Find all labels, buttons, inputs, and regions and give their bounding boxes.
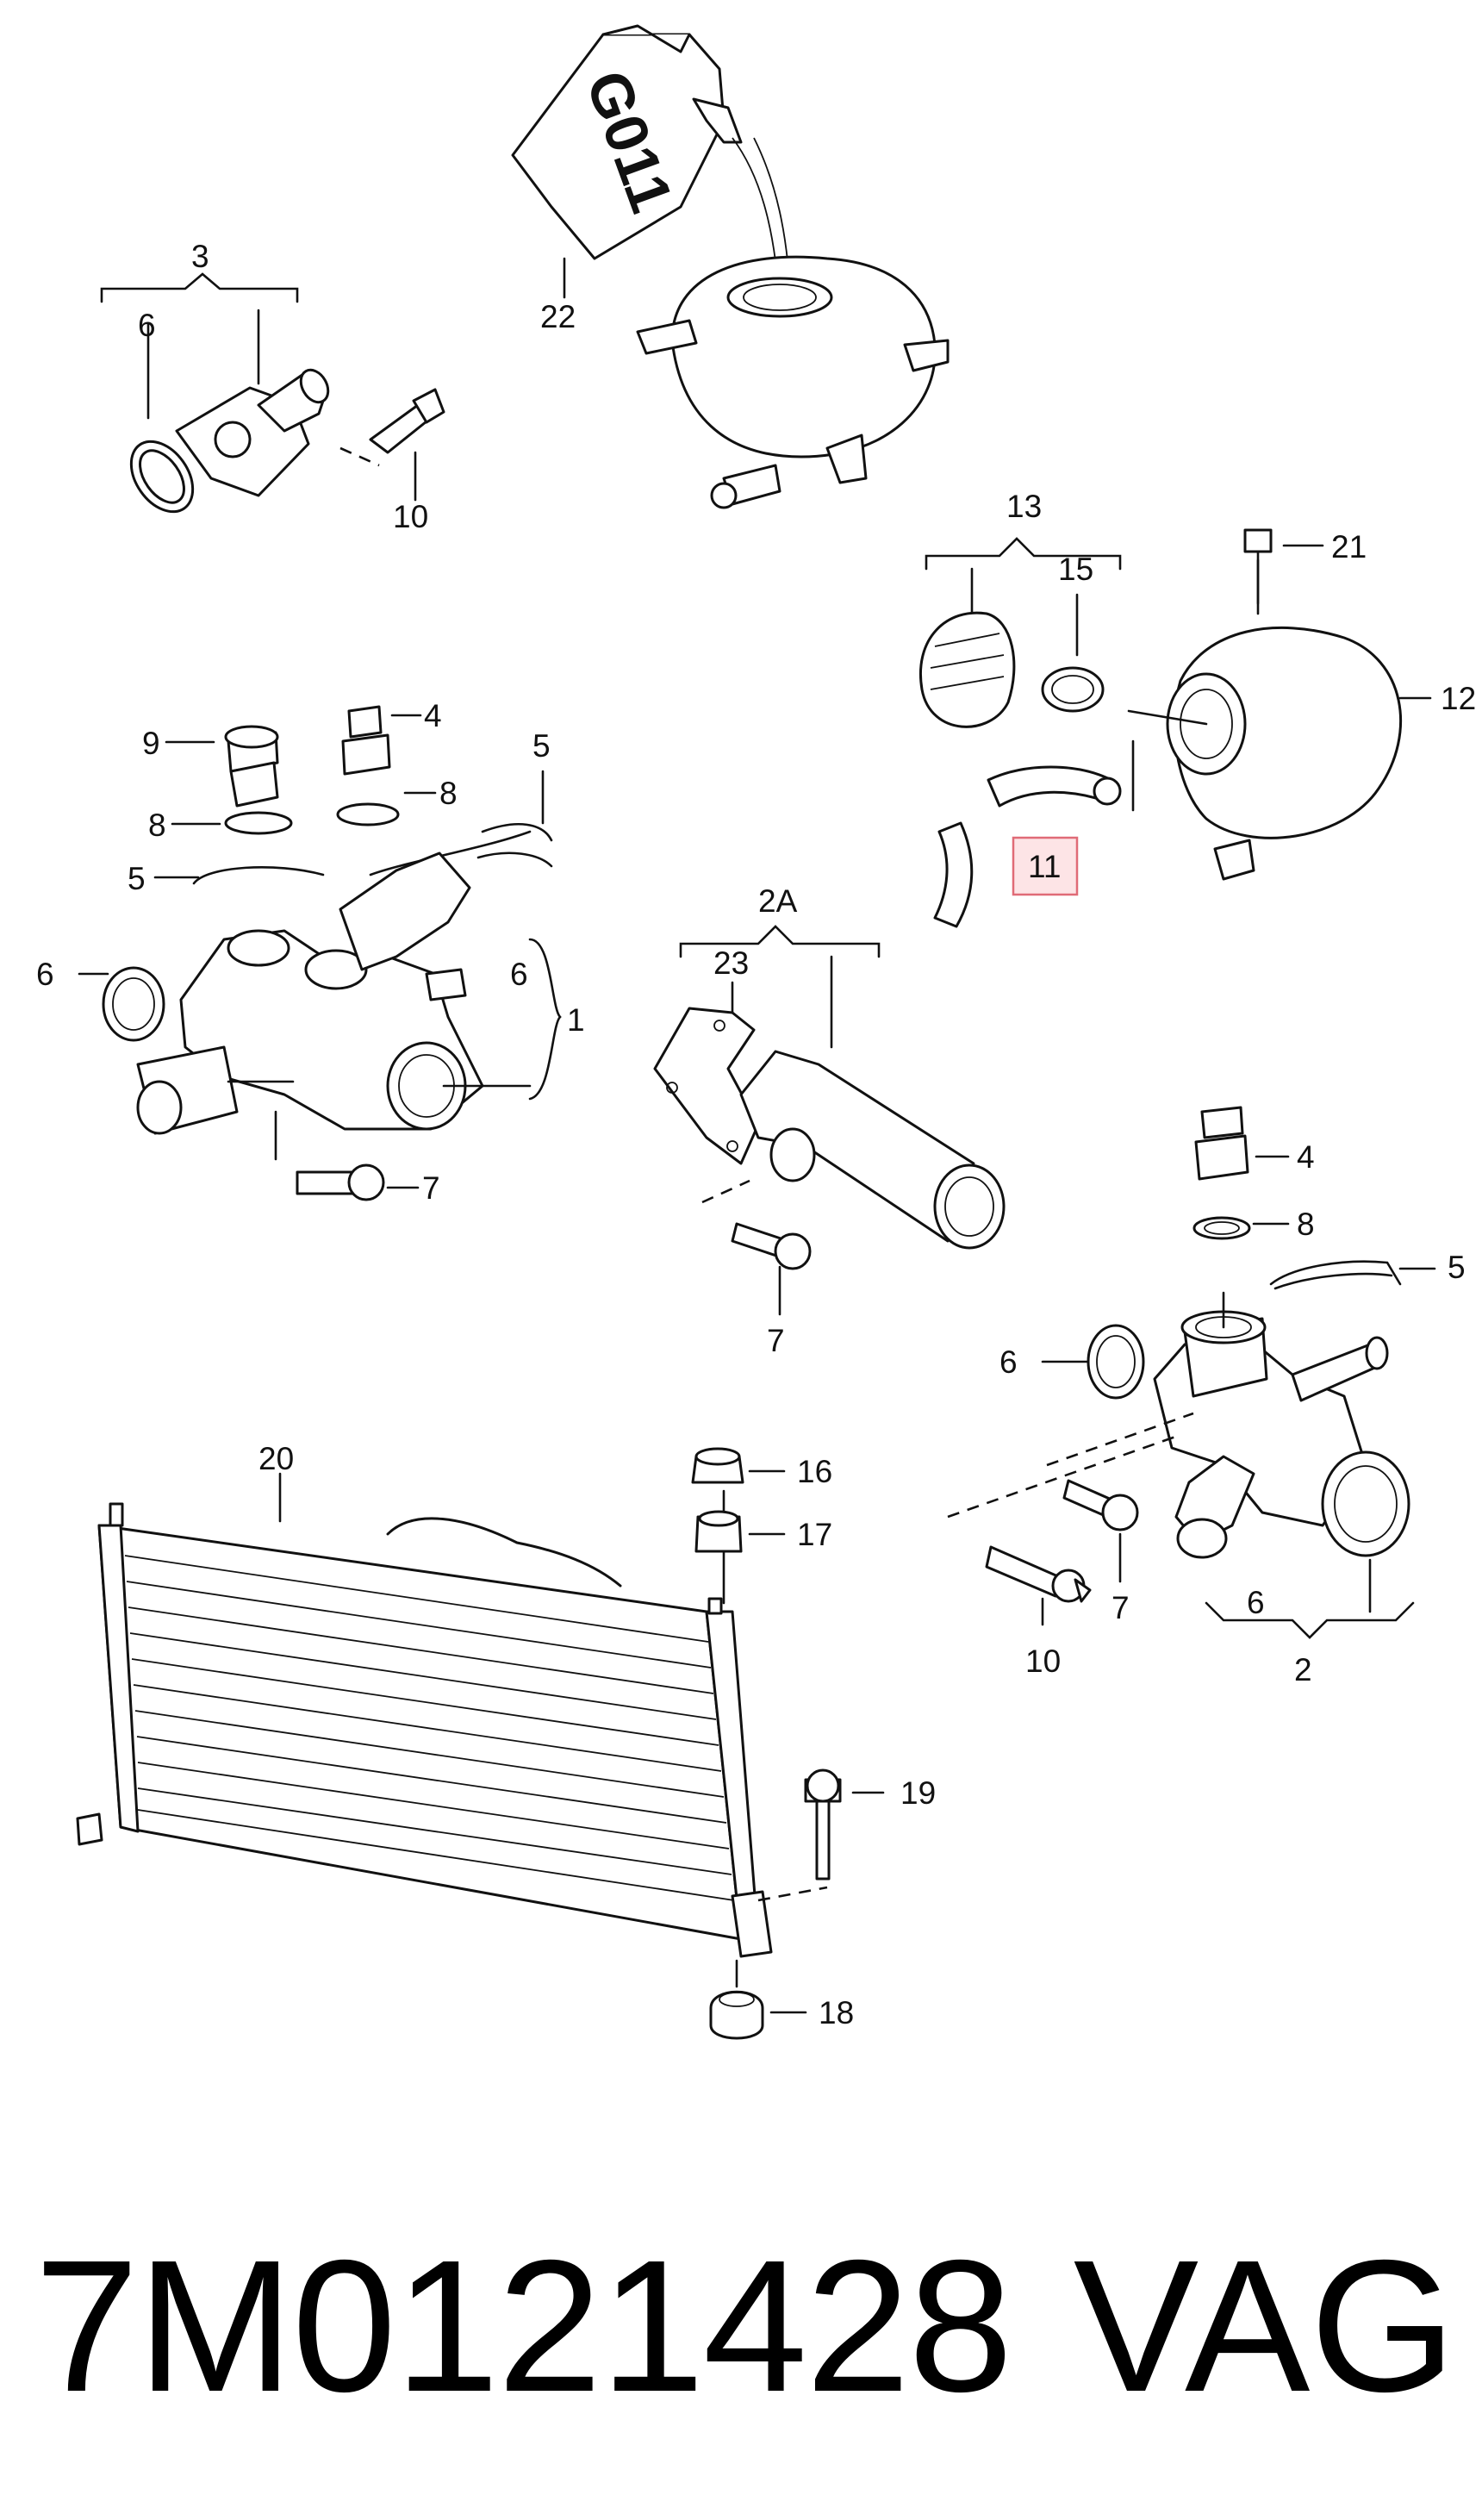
callout-23: 23 [713,945,749,981]
callout-6-right: 6 [510,957,528,992]
part-group-1 [78,705,562,1201]
callout-10-right: 10 [1025,1644,1061,1679]
callout-12: 12 [1441,681,1476,716]
part-group-20 [76,1447,885,2040]
callout-13: 13 [1006,489,1042,524]
callout-5-right: 5 [1448,1250,1466,1285]
callout-5-left: 5 [128,861,146,896]
part-group-12 [919,528,1432,928]
callout-6-bottom: 6 [1247,1585,1265,1620]
callout-22: 22 [540,299,576,334]
part-number: 7M0121428 [34,2222,1013,2431]
callout-21: 21 [1331,529,1367,565]
radiator-fins [124,1555,735,1901]
callout-7-right: 7 [1112,1590,1130,1625]
callout-17: 17 [797,1517,832,1552]
part-group-2A [653,925,1006,1316]
callout-1: 1 [567,1002,585,1038]
callout-2A: 2A [758,883,798,919]
brand-label: VAG [1073,2222,1456,2431]
callout-9: 9 [142,726,160,761]
callout-7-center: 7 [767,1323,785,1358]
callout-19: 19 [900,1775,936,1811]
callout-8: 8 [439,776,458,811]
callout-6-left: 6 [36,957,54,992]
callout-10: 10 [393,499,428,534]
callout-8-left: 8 [148,808,166,843]
callout-4: 4 [424,698,442,733]
callout-8-right: 8 [1297,1207,1315,1242]
callout-16: 16 [797,1454,832,1489]
callout-2: 2 [1294,1652,1312,1687]
callout-4-right: 4 [1297,1139,1315,1175]
part-group-3 [100,272,445,514]
callout-11-highlighted: 11 [1028,849,1061,884]
part-group-22: G011 [511,24,950,509]
footer: 7M0121428 VAG [34,2215,1456,2439]
part-group-2 [947,1106,1436,1639]
callout-20: 20 [258,1441,294,1476]
callout-6: 6 [138,308,156,343]
callout-7: 7 [422,1170,440,1206]
callout-5: 5 [532,728,551,764]
callout-15: 15 [1058,552,1093,587]
callout-6-right-flange: 6 [999,1344,1018,1380]
callout-18: 18 [819,1995,854,2030]
callout-3: 3 [191,239,209,274]
highlight-box-11 [1012,836,1079,896]
